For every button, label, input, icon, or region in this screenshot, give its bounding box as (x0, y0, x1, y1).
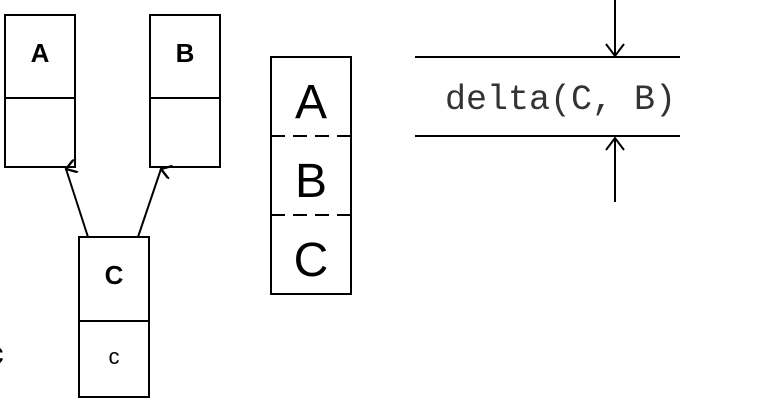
cropped-glyph: c (0, 335, 4, 371)
offset-top-arrowhead (605, 43, 625, 58)
offset-annotation: delta(C, B) (415, 0, 680, 202)
offset-label: delta(C, B) (445, 80, 676, 120)
class-b-name: B (176, 38, 195, 68)
inherit-arrow-c-to-a (66, 169, 89, 238)
class-c-box: C c (78, 236, 150, 398)
class-a-box: A (4, 14, 76, 168)
class-a-outline (4, 14, 76, 168)
class-c-member: c (109, 344, 120, 369)
class-b-box: B (149, 14, 221, 168)
layout-stack-item-a: A (295, 76, 327, 129)
inherit-arrow-c-to-b (137, 169, 161, 238)
layout-stack-item-b: B (295, 155, 327, 208)
layout-stack: A B C (270, 56, 352, 295)
class-a-name: A (31, 38, 50, 68)
class-b-outline (149, 14, 221, 168)
class-c-outline (78, 236, 150, 398)
layout-stack-outline (270, 56, 352, 295)
class-c-name: C (105, 260, 124, 290)
offset-bottom-arrowhead (605, 136, 625, 151)
layout-stack-item-c: C (294, 234, 329, 287)
